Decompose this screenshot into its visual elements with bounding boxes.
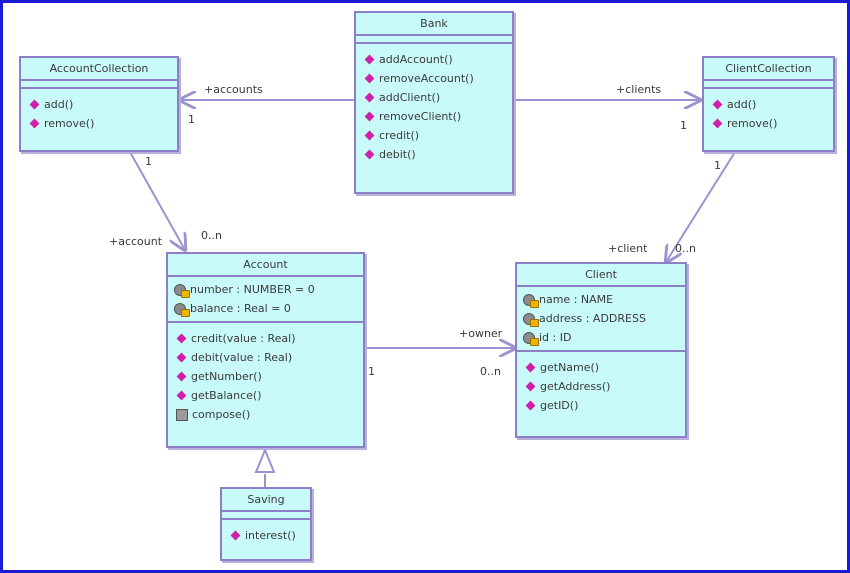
operation: interest() bbox=[230, 526, 310, 545]
generalization-arrowhead bbox=[254, 447, 276, 473]
role-label-accounts: +accounts bbox=[204, 83, 263, 96]
class-client[interactable]: Client name : NAME address : ADDRESS id … bbox=[515, 262, 687, 438]
operation-compartment: credit(value : Real) debit(value : Real)… bbox=[168, 323, 363, 426]
attribute-compartment bbox=[356, 36, 512, 44]
attribute: number : NUMBER = 0 bbox=[174, 280, 363, 299]
operation: getBalance() bbox=[176, 386, 363, 405]
operation: debit() bbox=[364, 145, 512, 164]
operation-compartment: interest() bbox=[222, 520, 310, 547]
multiplicity-label: 1 bbox=[145, 155, 152, 168]
role-label-owner: +owner bbox=[459, 327, 503, 340]
operation-icon bbox=[29, 99, 40, 110]
collection-client-line bbox=[666, 151, 736, 262]
operation-icon bbox=[176, 333, 187, 344]
operation-icon bbox=[176, 390, 187, 401]
multiplicity-label: 0..n bbox=[201, 229, 222, 242]
operation-icon bbox=[364, 130, 375, 141]
attribute-compartment bbox=[222, 512, 310, 520]
attribute: name : NAME bbox=[523, 290, 685, 309]
protected-operation-icon bbox=[176, 408, 188, 421]
operation-compartment: add() remove() bbox=[21, 89, 177, 135]
operation: getName() bbox=[525, 358, 685, 377]
operation: addClient() bbox=[364, 88, 512, 107]
class-bank[interactable]: Bank addAccount() removeAccount() addCli… bbox=[354, 11, 514, 194]
operation-icon bbox=[712, 118, 723, 129]
operation: debit(value : Real) bbox=[176, 348, 363, 367]
operation-compartment: add() remove() bbox=[704, 89, 833, 135]
attribute-compartment bbox=[704, 81, 833, 89]
collection-account-line bbox=[129, 151, 185, 250]
operation: credit() bbox=[364, 126, 512, 145]
attribute-icon bbox=[523, 331, 539, 346]
multiplicity-label: 1 bbox=[714, 159, 721, 172]
role-label-account: +account bbox=[109, 235, 163, 248]
operation: getID() bbox=[525, 396, 685, 415]
operation: getNumber() bbox=[176, 367, 363, 386]
multiplicity-label: 0..n bbox=[675, 242, 696, 255]
operation-icon bbox=[364, 111, 375, 122]
class-saving[interactable]: Saving interest() bbox=[220, 487, 312, 561]
operation: removeAccount() bbox=[364, 69, 512, 88]
operation: add() bbox=[29, 95, 177, 114]
multiplicity-label: 1 bbox=[680, 119, 687, 132]
multiplicity-label: 1 bbox=[188, 113, 195, 126]
operation: remove() bbox=[712, 114, 833, 133]
operation: addAccount() bbox=[364, 50, 512, 69]
attribute: id : ID bbox=[523, 328, 685, 347]
class-name: ClientCollection bbox=[704, 58, 833, 81]
class-name: AccountCollection bbox=[21, 58, 177, 81]
operation: add() bbox=[712, 95, 833, 114]
operation-icon bbox=[364, 149, 375, 160]
operation-icon bbox=[364, 73, 375, 84]
operation-icon bbox=[364, 92, 375, 103]
attribute: address : ADDRESS bbox=[523, 309, 685, 328]
attribute-icon bbox=[174, 302, 190, 317]
attribute-compartment bbox=[21, 81, 177, 89]
role-label-client: +client bbox=[608, 242, 648, 255]
operation: credit(value : Real) bbox=[176, 329, 363, 348]
role-label-clients: +clients bbox=[616, 83, 662, 96]
operation-icon bbox=[364, 54, 375, 65]
operation-icon bbox=[176, 371, 187, 382]
class-name: Saving bbox=[222, 489, 310, 512]
multiplicity-label: 0..n bbox=[480, 365, 501, 378]
operation: getAddress() bbox=[525, 377, 685, 396]
attribute-compartment: name : NAME address : ADDRESS id : ID bbox=[517, 287, 685, 352]
attribute-icon bbox=[523, 293, 539, 308]
class-client-collection[interactable]: ClientCollection add() remove() bbox=[702, 56, 835, 152]
operation: removeClient() bbox=[364, 107, 512, 126]
operation-icon bbox=[176, 352, 187, 363]
class-name: Client bbox=[517, 264, 685, 287]
attribute: balance : Real = 0 bbox=[174, 299, 363, 318]
class-account-collection[interactable]: AccountCollection add() remove() bbox=[19, 56, 179, 152]
multiplicity-label: 1 bbox=[368, 365, 375, 378]
operation-icon bbox=[525, 400, 536, 411]
operation-icon bbox=[29, 118, 40, 129]
class-account[interactable]: Account number : NUMBER = 0 balance : Re… bbox=[166, 252, 365, 448]
operation-compartment: addAccount() removeAccount() addClient()… bbox=[356, 44, 512, 166]
operation-icon bbox=[525, 362, 536, 373]
operation-icon bbox=[230, 530, 241, 541]
operation-compartment: getName() getAddress() getID() bbox=[517, 352, 685, 417]
operation-icon bbox=[525, 381, 536, 392]
operation: remove() bbox=[29, 114, 177, 133]
class-name: Account bbox=[168, 254, 363, 277]
attribute-compartment: number : NUMBER = 0 balance : Real = 0 bbox=[168, 277, 363, 323]
attribute-icon bbox=[174, 283, 190, 298]
operation-icon bbox=[712, 99, 723, 110]
operation: compose() bbox=[176, 405, 363, 424]
attribute-icon bbox=[523, 312, 539, 327]
class-name: Bank bbox=[356, 13, 512, 36]
